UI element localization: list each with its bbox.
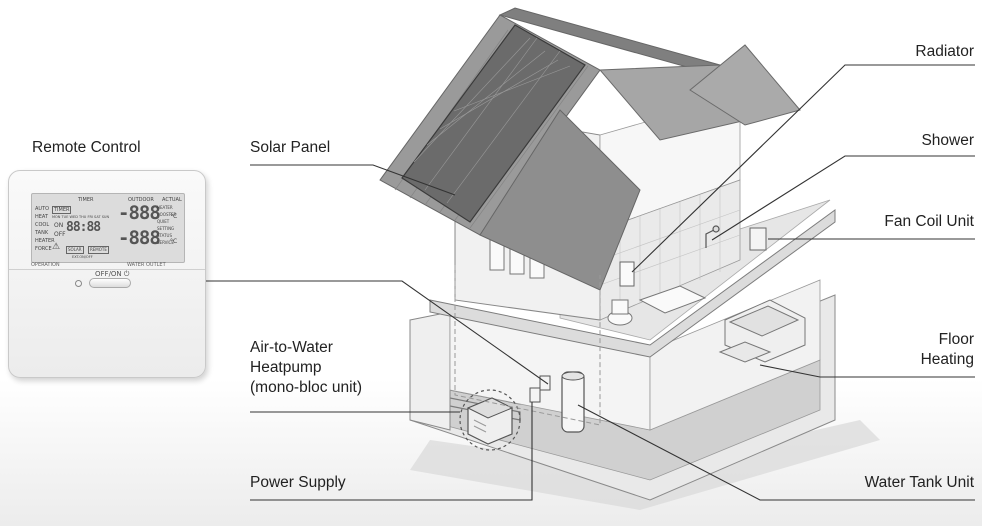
heatpump-line2: Heatpump (250, 359, 322, 376)
leader-power-supply (250, 402, 533, 501)
water-tank-unit-label: Water Tank Unit (864, 474, 974, 491)
lcd-force-label: FORCE (35, 246, 52, 252)
roof-back-gable (689, 44, 801, 126)
lcd-outdoor-value: -888 (118, 202, 161, 224)
solar-panel (401, 24, 586, 223)
solar-panel-grid (413, 37, 571, 204)
lcd-timer-box: TIMER (52, 206, 72, 214)
heatpump-unit (466, 397, 514, 445)
lcd-unit-2: °C (170, 238, 178, 245)
fan-coil-unit (749, 227, 767, 251)
water-tank (561, 371, 585, 433)
lcd-unit-1: °C (170, 213, 178, 220)
indoor-control-box (539, 375, 551, 391)
bathtub (638, 285, 707, 314)
lcd-right-quiet: QUIET (157, 219, 170, 224)
floor-heating-line2: Heating (920, 351, 974, 368)
power-icon: ⏻ (123, 270, 130, 278)
heatpump-label: Air-to-Water Heatpump (mono-bloc unit) (250, 338, 362, 398)
lcd-right-booster: BOOSTER (157, 212, 177, 217)
remote-control-device: TIMER OUTDOOR ACTUAL AUTO HEAT COOL TANK… (8, 170, 206, 378)
warning-icon: ⚠ (52, 242, 61, 252)
shower-head (705, 225, 720, 248)
lcd-outdoor-label: OUTDOOR (128, 197, 154, 203)
lcd-heater-label: HEATER (35, 238, 55, 244)
water-outlet-label: WATER OUTLET (127, 262, 166, 268)
lcd-right-setting: SETTING (157, 226, 175, 231)
lcd-right-service: SERVICE (157, 240, 174, 245)
lcd-right-status: STATUS (157, 233, 173, 238)
status-led (75, 280, 82, 287)
system-piping (454, 265, 601, 426)
shower-label: Shower (921, 132, 974, 149)
remote-lcd-screen: TIMER OUTDOOR ACTUAL AUTO HEAT COOL TANK… (31, 193, 185, 263)
off-on-button[interactable] (89, 278, 131, 288)
leader-radiator (631, 64, 975, 273)
lcd-heat-label: HEAT (35, 214, 49, 220)
front-gable (479, 109, 641, 291)
toilet (607, 299, 633, 326)
lcd-clock: 88:88 (66, 220, 101, 235)
leader-solar-panel (250, 164, 456, 196)
radiator-unit (619, 261, 635, 287)
heatpump-line1: Air-to-Water (250, 339, 333, 356)
floor-heating-line1: Floor (938, 331, 974, 348)
lcd-remote-label: REMOTE (88, 246, 109, 254)
lcd-cool-label: COOL (35, 222, 50, 228)
remote-divider (9, 269, 205, 270)
power-supply-box (529, 387, 541, 403)
lcd-water-value: -888 (118, 227, 161, 249)
lcd-solar-label: SOLAR (66, 246, 84, 254)
upper-floor-slab (429, 209, 836, 358)
heatpump-line3: (mono-bloc unit) (250, 379, 362, 396)
fan-coil-unit-label: Fan Coil Unit (884, 213, 974, 230)
lcd-right-heater: HEATER (157, 205, 173, 210)
coffee-table (718, 341, 772, 363)
leader-lines (205, 64, 975, 501)
lcd-days: MON TUE WED THU FRI SAT SUN (52, 215, 110, 219)
remote-control-label: Remote Control (32, 139, 141, 156)
lcd-off-label: OFF (54, 231, 66, 238)
leader-floor-heating (759, 364, 975, 378)
lcd-timer-label: TIMER (78, 197, 94, 203)
offon-label: OFF/ON ⏻ (95, 270, 129, 279)
lower-left-wall (409, 311, 451, 431)
heatpump-highlight (459, 389, 521, 451)
lcd-on-label: ON (54, 222, 64, 229)
lcd-tank-label: TANK (35, 230, 49, 236)
solar-panel-label: Solar Panel (250, 139, 331, 156)
leader-shower (711, 155, 975, 241)
lcd-ext-label: EXT.ON/OFF (72, 255, 93, 259)
power-supply-label: Power Supply (250, 474, 346, 491)
lcd-auto-label: AUTO (35, 206, 50, 212)
leader-remote (205, 280, 549, 385)
offon-text: OFF/ON (95, 270, 122, 278)
leader-water-tank (577, 404, 975, 501)
operation-label: OPERATION (31, 262, 60, 268)
radiator-label: Radiator (915, 43, 974, 60)
lcd-actual-label: ACTUAL (162, 197, 182, 203)
floor-heating-label: Floor Heating (921, 330, 974, 370)
